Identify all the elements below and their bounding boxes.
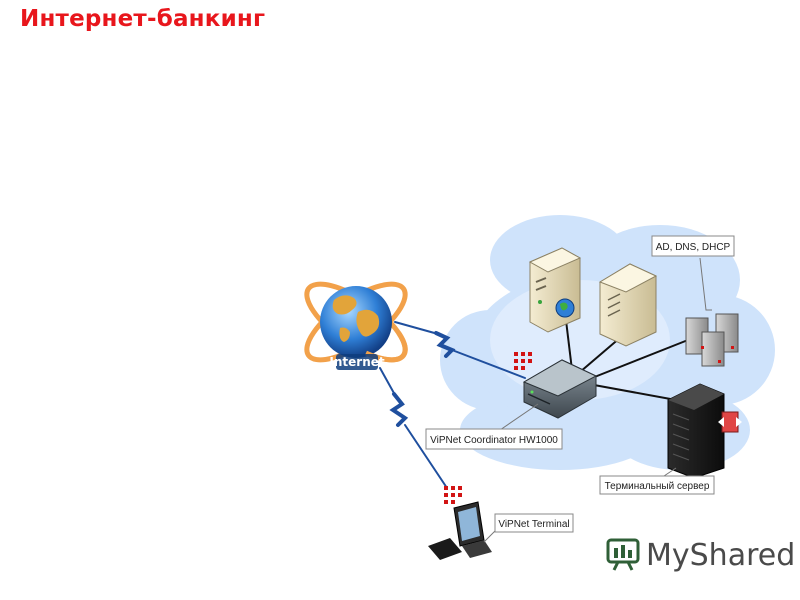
infrastructure-servers bbox=[685, 313, 739, 367]
callout-coordinator: ViPNet Coordinator HW1000 bbox=[425, 403, 563, 450]
callout-ad-dns-dhcp: AD, DNS, DHCP bbox=[651, 235, 735, 311]
vipnet-protection-icon bbox=[444, 486, 462, 504]
coordinator-label: ViPNet Coordinator HW1000 bbox=[430, 435, 558, 446]
terminal-label: ViPNet Terminal bbox=[498, 519, 569, 530]
callout-terminal-server: Терминальный сервер bbox=[599, 467, 715, 495]
vipnet-protection-icon bbox=[514, 352, 532, 370]
vipnet-coordinator-device bbox=[514, 352, 598, 419]
web-server bbox=[528, 247, 582, 333]
vipnet-terminal-workstation bbox=[428, 486, 492, 560]
wan-links bbox=[379, 321, 526, 489]
internet-globe: Internet bbox=[304, 281, 408, 370]
callout-terminal: ViPNet Terminal bbox=[483, 513, 574, 543]
logo-text: MyShared bbox=[646, 538, 795, 573]
slide-title: Интернет-банкинг bbox=[20, 6, 266, 32]
terminal-server-rack bbox=[667, 383, 742, 479]
internet-label: Internet bbox=[329, 355, 384, 369]
ad-dns-dhcp-label: AD, DNS, DHCP bbox=[656, 242, 731, 253]
application-server bbox=[598, 263, 658, 347]
myshared-logo: MyShared bbox=[606, 538, 795, 573]
terminal-server-label: Терминальный сервер bbox=[605, 481, 710, 492]
